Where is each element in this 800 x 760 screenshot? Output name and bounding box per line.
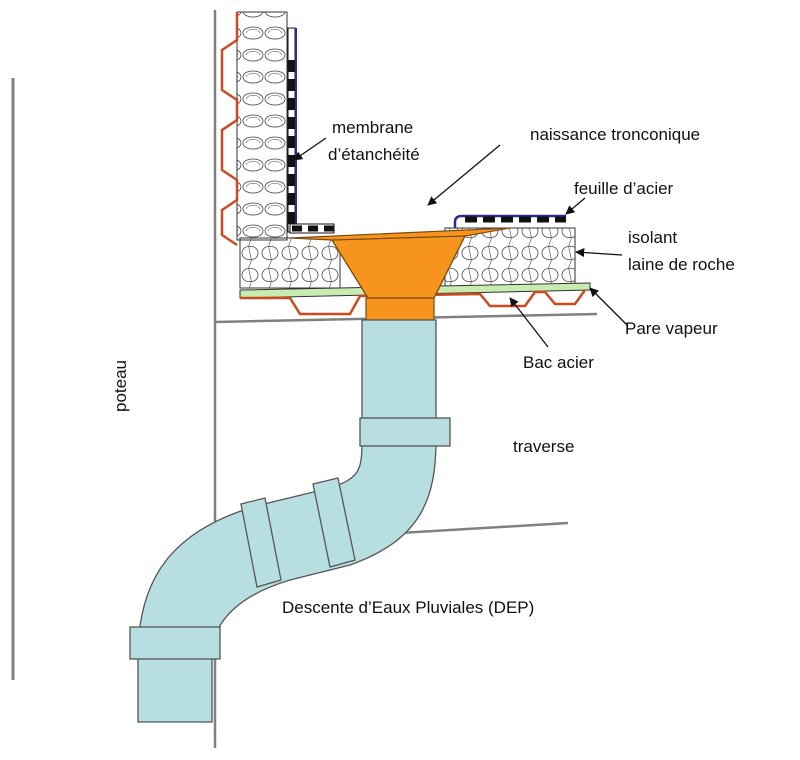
label-membrane-2: d’étanchéité [328, 145, 420, 164]
label-feuille: feuille d’acier [574, 179, 674, 198]
arrow-naissance [427, 144, 501, 206]
pipe-coupling-bottom [129, 626, 221, 660]
wall-insulation [236, 11, 288, 241]
pipe-coupling-mid-left [240, 497, 282, 588]
pipe-coupling-mid-right [312, 477, 356, 568]
label-pare-vapeur: Pare vapeur [625, 319, 718, 338]
label-isolant-1: isolant [628, 228, 677, 247]
label-isolant-2: laine de roche [628, 255, 735, 274]
label-bac-acier: Bac acier [523, 353, 594, 372]
label-poteau: poteau [111, 360, 130, 412]
label-traverse: traverse [513, 437, 574, 456]
wall-steel-profile [220, 12, 239, 247]
arrow-isolant [575, 247, 623, 258]
label-membrane-1: membrane [332, 118, 413, 137]
dep-pipe [137, 319, 437, 723]
steel-sheet-right [453, 214, 566, 228]
label-dep: Descente d’Eaux Pluviales (DEP) [282, 598, 534, 617]
naissance-neck [365, 297, 435, 321]
pipe-coupling-top [359, 417, 451, 447]
label-naissance: naissance tronconique [530, 125, 700, 144]
arrow-feuille [565, 197, 586, 215]
arrow-bac-acier [509, 297, 549, 348]
roof-steel-deck [240, 289, 587, 316]
arrow-membrane [293, 137, 327, 161]
arrow-pare-vapeur [589, 287, 629, 327]
roof-insulation-left [239, 237, 341, 289]
